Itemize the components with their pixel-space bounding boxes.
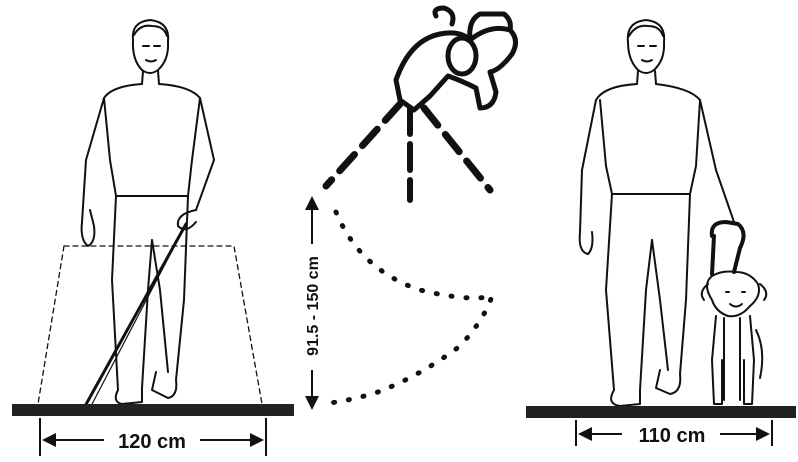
sweep-arc	[320, 212, 492, 404]
left-person-head	[133, 20, 168, 73]
guide-dog	[707, 272, 759, 317]
right-person-torso	[580, 84, 734, 232]
sweep-line-left	[326, 104, 400, 186]
left-person-torso	[82, 84, 214, 222]
sweep-line-right	[424, 108, 490, 190]
cane-sweep-figure	[320, 8, 516, 404]
right-width-label: 110 cm	[639, 425, 706, 447]
height-label: 91.5 - 150 cm	[305, 256, 322, 356]
person-with-guide-dog	[580, 20, 767, 406]
right-floor	[526, 406, 796, 418]
left-floor	[12, 404, 294, 416]
left-person-legs	[112, 196, 188, 404]
left-width-label: 120 cm	[118, 431, 186, 453]
right-person-legs	[606, 194, 690, 406]
white-cane	[84, 224, 186, 408]
harness-handle	[712, 222, 744, 274]
person-with-cane	[38, 20, 262, 408]
